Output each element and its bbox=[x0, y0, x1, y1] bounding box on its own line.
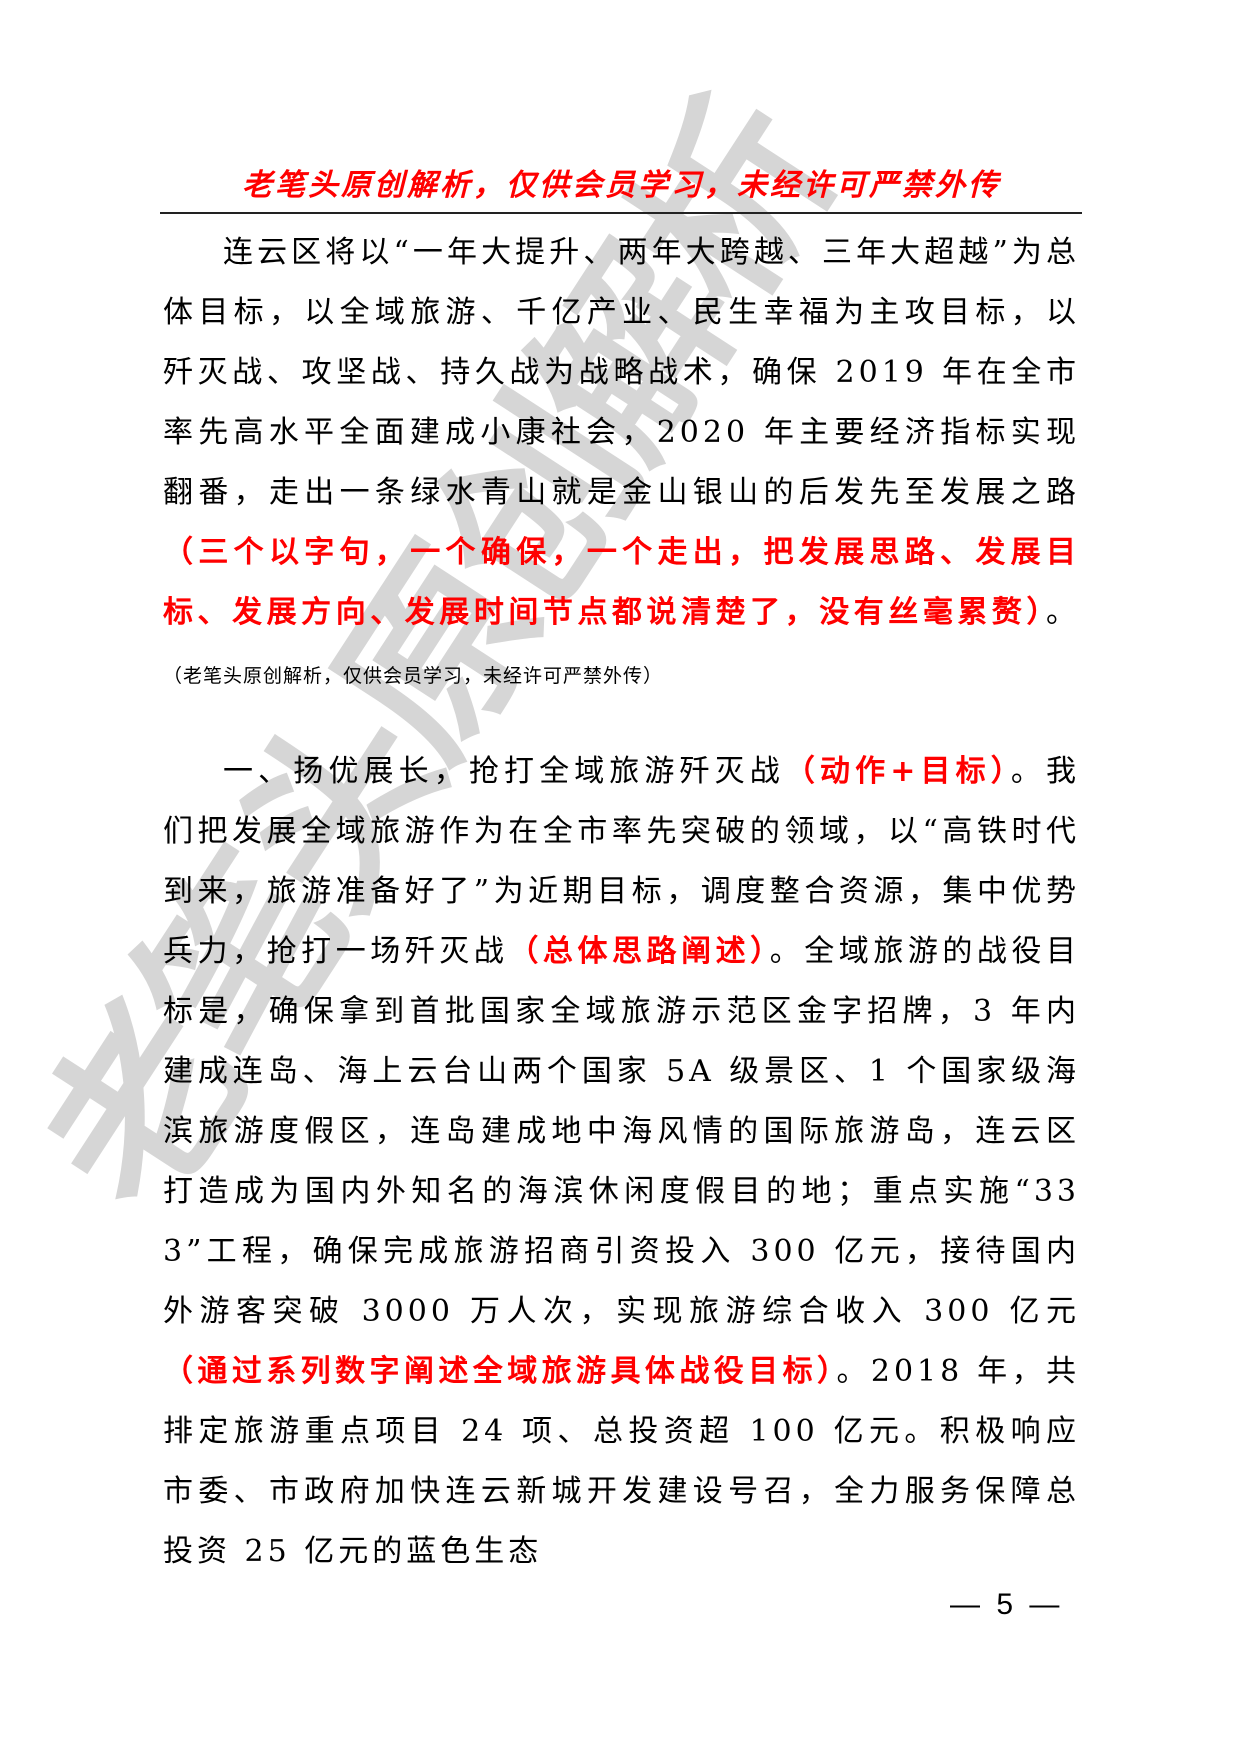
header-divider bbox=[160, 212, 1082, 214]
copyright-note: （老笔头原创解 bbox=[163, 665, 304, 687]
paragraph-section-one: 一、扬优展长，抢打全域旅游歼灭战（动作+目标）。我们把发展全域旅游作为在全市率先… bbox=[163, 742, 1080, 1582]
annotation-red: （三个以字句，一个确保，一个走出，把发展思路、发展目标、发展方向、发展时间节点都… bbox=[163, 535, 1080, 630]
paragraph-text: 。我们把发展全域旅游作为在全市率先突破的领域，以“高铁时代到来，旅游准备好了”为… bbox=[163, 754, 1081, 969]
paragraph-text: 。 bbox=[1046, 595, 1080, 630]
page-number: — 5 — bbox=[950, 1588, 1064, 1621]
paragraph-text: 连云区将以“一年大提升、两年大跨越、三年大超越”为总体目标，以全域旅游、千亿产业… bbox=[163, 235, 1080, 510]
annotation-red: （总体思路阐述） bbox=[508, 934, 770, 969]
copyright-note: 析，仅供会员学习，未经许可严禁外传） bbox=[303, 665, 664, 687]
annotation-red: （通过系列数字阐述全域旅游具体战役目标） bbox=[163, 1354, 837, 1389]
header-banner: 老笔头原创解析，仅供会员学习，未经许可严禁外传 bbox=[242, 168, 1001, 203]
annotation-red: （动作+目标） bbox=[784, 754, 1011, 789]
section-heading-text: 一、扬优展长，抢打全域旅游歼灭战 bbox=[223, 754, 785, 789]
paragraph-text: 。2018 年，共排定旅游重点项目 24 项、总投资超 100 亿元。积极响应市… bbox=[163, 1354, 1081, 1569]
paragraph-text: 。全域旅游的战役目标是，确保拿到首批国家全域旅游示范区金字招牌，3 年内建成连岛… bbox=[163, 934, 1081, 1329]
paragraph-intro: 连云区将以“一年大提升、两年大跨越、三年大超越”为总体目标，以全域旅游、千亿产业… bbox=[163, 223, 1080, 706]
